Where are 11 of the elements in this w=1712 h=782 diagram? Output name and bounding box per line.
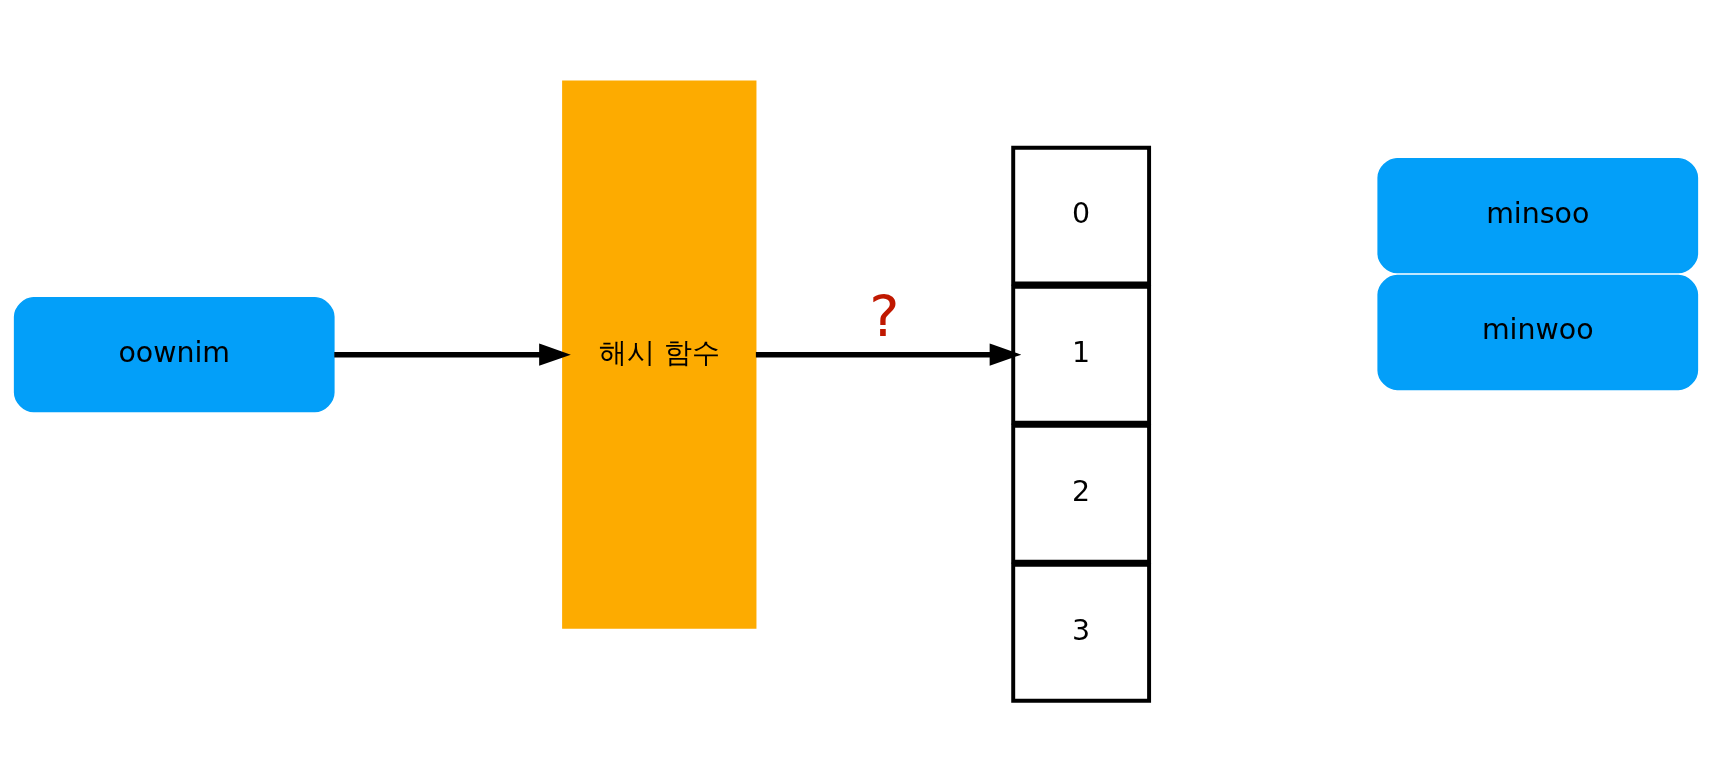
node-box: oownim bbox=[13, 297, 335, 413]
arrow bbox=[755, 343, 1022, 366]
node-box: 해시 함수 bbox=[562, 80, 757, 629]
node-box: minwoo bbox=[1377, 274, 1699, 391]
node-box: 1 bbox=[1011, 284, 1152, 425]
node-box: minsoo bbox=[1377, 157, 1699, 274]
node-box: 3 bbox=[1011, 562, 1152, 703]
arrow bbox=[334, 343, 571, 366]
node-box: 2 bbox=[1011, 423, 1152, 564]
edge-label: ? bbox=[869, 283, 900, 350]
node-box: 0 bbox=[1011, 145, 1152, 286]
